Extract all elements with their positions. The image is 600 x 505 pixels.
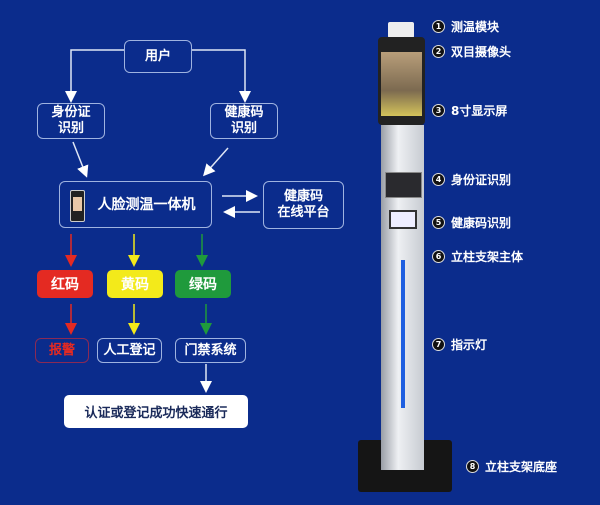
arrow-health-device (203, 147, 229, 177)
arrow-id-device (72, 141, 89, 178)
node-device: 人脸测温一体机 (59, 181, 212, 228)
node-id-card: 身份证 识别 (37, 103, 105, 139)
id-reader (385, 172, 422, 198)
qr-scanner (389, 210, 417, 229)
node-yellow-code: 黄码 (107, 270, 163, 298)
node-user: 用户 (124, 40, 192, 73)
node-gate: 门禁系统 (175, 338, 246, 363)
node-health-code: 健康码 识别 (210, 103, 278, 139)
arrow-user-id (65, 49, 124, 103)
node-manual: 人工登记 (97, 338, 162, 363)
node-result: 认证或登记成功快速通行 (64, 395, 248, 428)
display-screen (378, 37, 425, 125)
indicator-light (401, 260, 405, 408)
node-red-code: 红码 (37, 270, 93, 298)
device-label: 人脸测温一体机 (97, 196, 196, 213)
node-alarm: 报警 (35, 338, 89, 363)
device-icon (70, 190, 85, 222)
node-green-code: 绿码 (175, 270, 231, 298)
temp-module (388, 22, 414, 38)
node-platform: 健康码 在线平台 (263, 181, 344, 229)
arrow-user-health (192, 49, 251, 103)
